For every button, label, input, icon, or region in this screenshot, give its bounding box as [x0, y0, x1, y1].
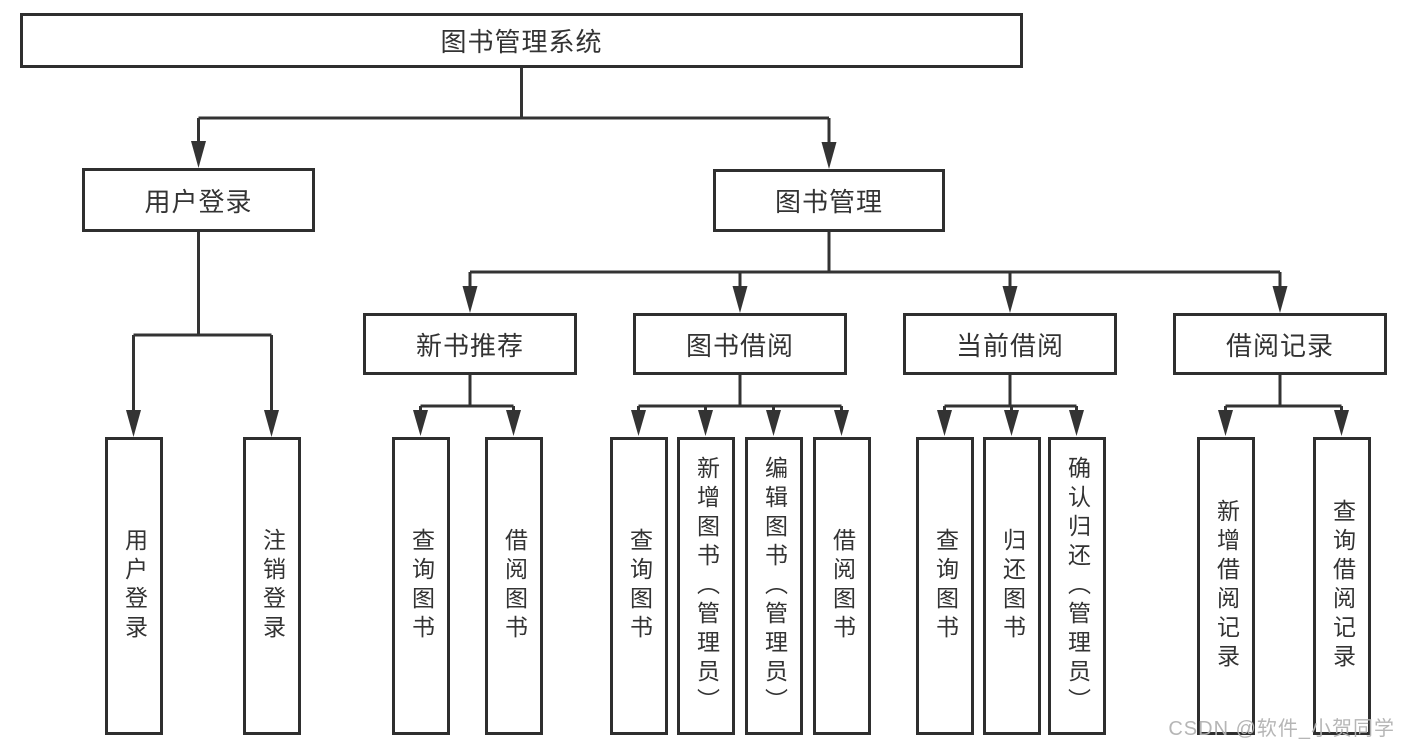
leaf-query-books-borrow: 查询图书	[610, 437, 668, 735]
leaf-add-borrow-record: 新增借阅记录	[1197, 437, 1255, 735]
leaf-edit-books-admin: 编辑图书（管理员）	[745, 437, 803, 735]
leaf-label: 查询图书	[626, 528, 653, 644]
leaf-label: 确认归还（管理员）	[1064, 455, 1091, 717]
leaf-label: 借阅图书	[501, 528, 528, 644]
node-new-book-recommendation: 新书推荐	[363, 313, 577, 375]
node-current-borrowing: 当前借阅	[903, 313, 1117, 375]
leaf-logout: 注销登录	[243, 437, 301, 735]
leaf-borrow-books-recommend: 借阅图书	[485, 437, 543, 735]
leaf-label: 编辑图书（管理员）	[761, 455, 788, 717]
leaf-label: 新增图书（管理员）	[693, 455, 720, 717]
node-borrowing-records: 借阅记录	[1173, 313, 1387, 375]
node-book-management-branch: 图书管理	[713, 169, 945, 232]
leaf-add-books-admin: 新增图书（管理员）	[677, 437, 735, 735]
node-book-borrowing: 图书借阅	[633, 313, 847, 375]
leaf-label: 新增借阅记录	[1213, 499, 1240, 673]
leaf-confirm-return-admin: 确认归还（管理员）	[1048, 437, 1106, 735]
leaf-label: 归还图书	[999, 528, 1026, 644]
leaf-label: 用户登录	[121, 528, 148, 644]
node-library-management-system: 图书管理系统	[20, 13, 1023, 68]
leaf-user-login: 用户登录	[105, 437, 163, 735]
leaf-label: 查询借阅记录	[1329, 499, 1356, 673]
leaf-query-books-recommend: 查询图书	[392, 437, 450, 735]
leaf-label: 查询图书	[408, 528, 435, 644]
leaf-query-books-current: 查询图书	[916, 437, 974, 735]
node-user-login-branch: 用户登录	[82, 168, 315, 232]
leaf-label: 查询图书	[932, 528, 959, 644]
leaf-label: 借阅图书	[829, 528, 856, 644]
csdn-watermark: CSDN @软件_小贺同学	[1168, 718, 1395, 740]
leaf-borrow-books: 借阅图书	[813, 437, 871, 735]
leaf-query-borrow-record: 查询借阅记录	[1313, 437, 1371, 735]
leaf-return-books: 归还图书	[983, 437, 1041, 735]
leaf-label: 注销登录	[259, 528, 286, 644]
